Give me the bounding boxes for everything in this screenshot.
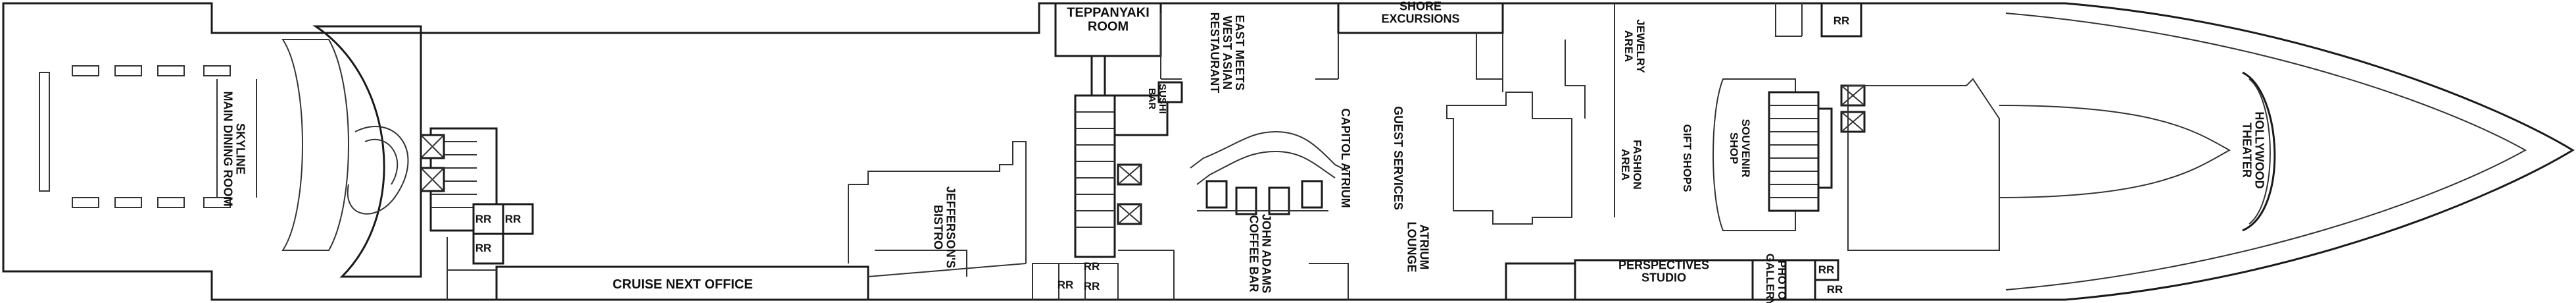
jeffersons-walls xyxy=(848,141,1027,277)
label-rr-c: RR xyxy=(475,242,492,254)
grand-staircase xyxy=(1190,130,1349,215)
label-hollywood-theater: HOLLYWOODTHEATER xyxy=(2241,111,2266,188)
svg-text:SOUVENIRSHOP: SOUVENIRSHOP xyxy=(1728,119,1752,178)
svg-text:JOHN ADAMSCOFFEE BAR: JOHN ADAMSCOFFEE BAR xyxy=(1248,214,1273,293)
label-rr-h: RR xyxy=(1818,263,1835,276)
svg-text:GUEST SERVICES: GUEST SERVICES xyxy=(1392,106,1405,210)
label-rr-f: RR xyxy=(1084,280,1100,292)
svg-text:EAST MEETSWEST ASIANRESTAURANT: EAST MEETSWEST ASIANRESTAURANT xyxy=(1208,13,1246,94)
svg-text:CAPITOL ATRIUM: CAPITOL ATRIUM xyxy=(1339,108,1352,207)
forward-shops xyxy=(1446,2,1866,301)
dining-room-area xyxy=(39,25,422,278)
label-east-meets-west: EAST MEETSWEST ASIANRESTAURANT xyxy=(1208,13,1246,94)
svg-text:SUSHIBAR: SUSHIBAR xyxy=(1146,84,1168,114)
label-capitol-atrium: CAPITOL ATRIUM xyxy=(1339,108,1352,207)
label-rr-d: RR xyxy=(1057,279,1074,291)
aft-stairs xyxy=(420,127,534,265)
label-jeffersons-bistro: JEFFERSON'SBISTRO xyxy=(932,186,958,268)
svg-text:PHOTOGALLERY: PHOTOGALLERY xyxy=(1764,254,1788,303)
svg-text:FASHIONAREA: FASHIONAREA xyxy=(1619,140,1643,190)
label-gift-shops: GIFT SHOPS xyxy=(1681,124,1693,192)
cruise-next-office xyxy=(495,265,869,301)
label-skyline: SKYLINEMAIN DINING ROOM xyxy=(222,92,247,207)
label-guest-services: GUEST SERVICES xyxy=(1392,106,1405,210)
hull-inner-line xyxy=(2005,13,2527,290)
svg-text:JEWELRYAREA: JEWELRYAREA xyxy=(1622,19,1647,73)
label-rr-i: RR xyxy=(1827,283,1843,296)
label-photo-gallery: PHOTOGALLERY xyxy=(1764,254,1788,303)
label-john-adams-coffee-bar: JOHN ADAMSCOFFEE BAR xyxy=(1248,214,1273,293)
midship-core xyxy=(1054,2,1183,258)
label-rr-e: RR xyxy=(1084,260,1100,273)
svg-text:SKYLINEMAIN DINING ROOM: SKYLINEMAIN DINING ROOM xyxy=(222,92,247,207)
midship-restrooms xyxy=(1032,250,1349,300)
label-sushi-bar: SUSHIBAR xyxy=(1146,84,1168,114)
label-jewelry-area: JEWELRYAREA xyxy=(1622,19,1647,73)
svg-text:JEFFERSON'SBISTRO: JEFFERSON'SBISTRO xyxy=(932,186,958,268)
label-rr-g: RR xyxy=(1834,14,1850,27)
svg-text:ATRIUMLOUNGE: ATRIUMLOUNGE xyxy=(1405,221,1431,272)
label-rr-b: RR xyxy=(505,213,522,225)
shore-excursions-box xyxy=(1315,2,1504,92)
label-atrium-lounge: ATRIUMLOUNGE xyxy=(1405,221,1431,272)
label-souvenir-shop: SOUVENIRSHOP xyxy=(1728,119,1752,178)
label-rr-a: RR xyxy=(475,213,492,225)
label-cruise-next-office: CRUISE NEXT OFFICE xyxy=(612,277,752,292)
svg-text:HOLLYWOODTHEATER: HOLLYWOODTHEATER xyxy=(2241,111,2266,188)
label-fashion-area: FASHIONAREA xyxy=(1619,140,1643,190)
hollywood-theater-room xyxy=(1847,71,2276,251)
svg-text:GIFT SHOPS: GIFT SHOPS xyxy=(1681,124,1693,192)
